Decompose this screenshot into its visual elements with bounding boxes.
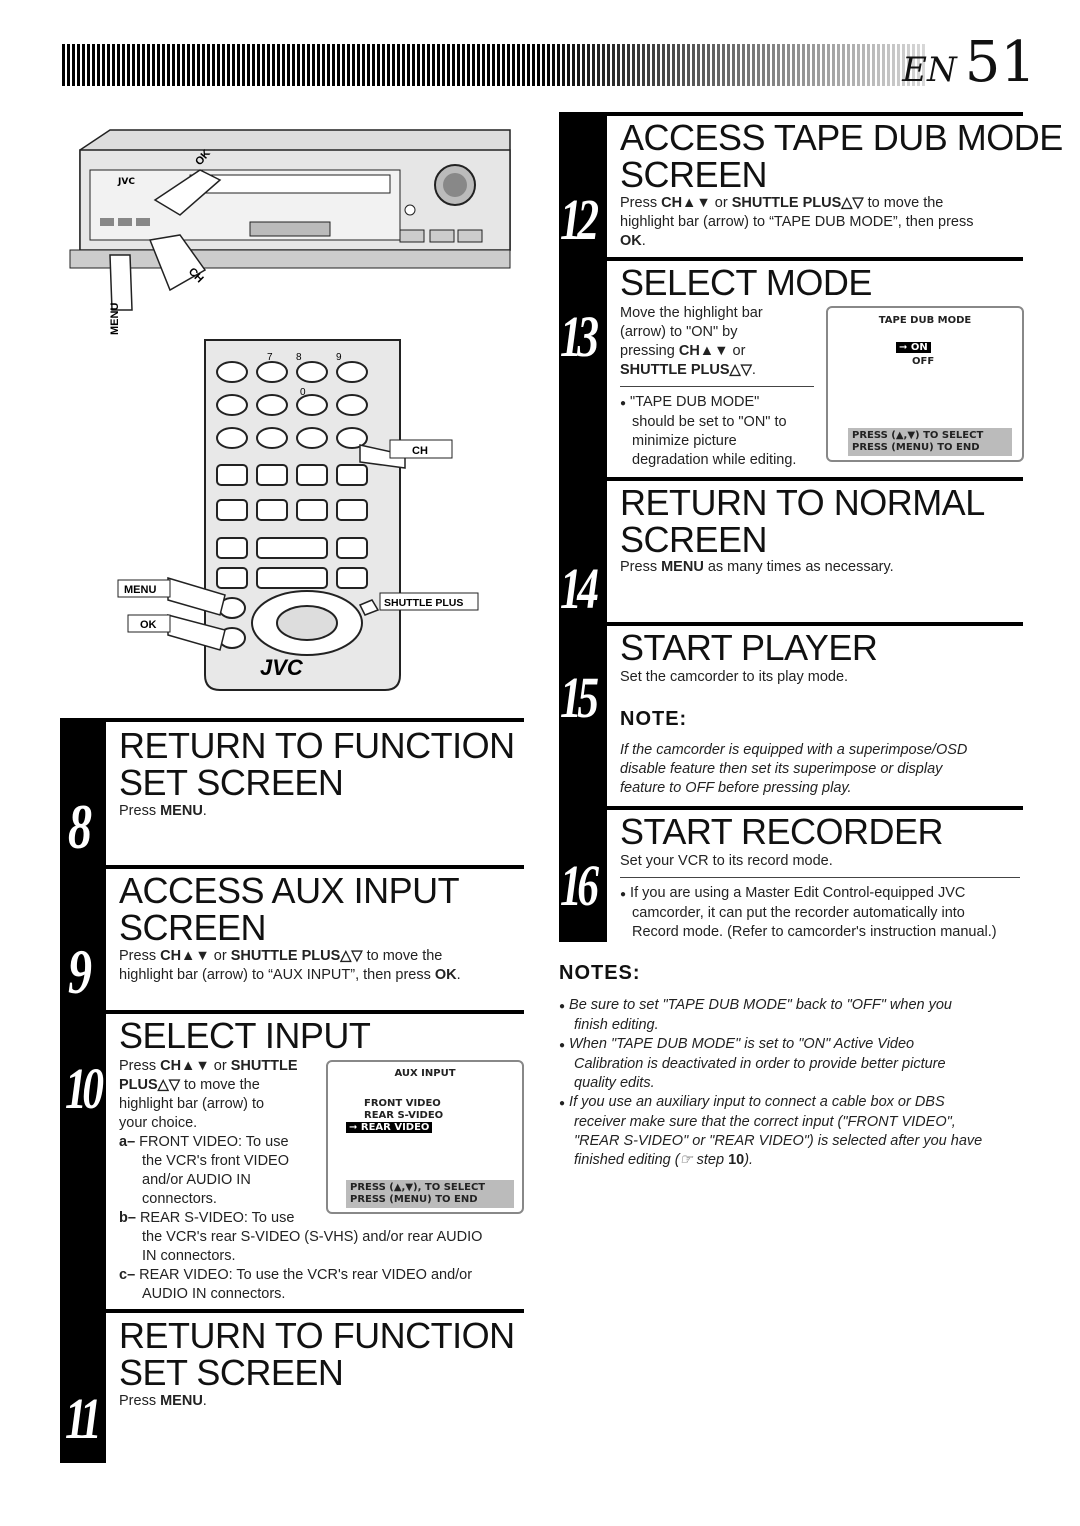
- step-9-text: Press CH▲▼ or SHUTTLE PLUS△▽ to move the…: [119, 948, 461, 983]
- osd-footer: PRESS (▲,▼) TO SELECT PRESS (MENU) TO EN…: [848, 428, 1012, 456]
- section-divider: [106, 718, 524, 722]
- vcr-unit: JVC: [69, 129, 511, 269]
- step-10-text: Press CH▲▼ or SHUTTLE PLUS△▽ to move the…: [119, 1058, 298, 1226]
- remote-ch-label: CH: [412, 445, 428, 457]
- notes-title: NOTES:: [559, 962, 641, 984]
- keypad-digit: 9: [336, 352, 342, 363]
- heading-line: RETURN TO NORMAL: [620, 482, 985, 523]
- step-number-13: 13: [560, 304, 599, 369]
- step-number-11: 11: [65, 1386, 102, 1451]
- header-decorative-bar: [62, 44, 927, 86]
- step-13-note: "TAPE DUB MODE" should be set to "ON" to…: [620, 393, 820, 470]
- step-13-heading: SELECT MODE: [620, 262, 872, 303]
- step-number-16: 16: [560, 853, 599, 918]
- step-16-note: If you are using a Master Edit Control-e…: [620, 884, 1025, 942]
- step-number-8: 8: [68, 791, 92, 862]
- heading-line: SCREEN: [119, 907, 267, 948]
- remote-menu-label: MENU: [124, 584, 156, 596]
- hand-pointer-icon: [109, 254, 133, 311]
- step-15-note: If the camcorder is equipped with a supe…: [620, 742, 968, 796]
- right-step-column: [559, 112, 607, 942]
- step-10-heading: SELECT INPUT: [119, 1015, 371, 1056]
- divider-line: [620, 877, 1020, 878]
- osd-title: TAPE DUB MODE: [878, 315, 972, 326]
- vcr-brand-logo: JVC: [117, 177, 135, 187]
- remote-control: 7 8 9 0 JVC: [204, 339, 401, 691]
- divider-line: [620, 386, 814, 387]
- osd-option-off: OFF: [912, 356, 935, 367]
- step-11-text: Press MENU.: [119, 1393, 207, 1409]
- vcr-remote-illustration: JVC OK CH MENU 7 8 9 0 JVC: [69, 129, 511, 691]
- section-divider: [607, 112, 1023, 116]
- tape-dub-mode-osd-screen: TAPE DUB MODE ➞ ON OFF PRESS (▲,▼) TO SE…: [826, 306, 1024, 462]
- osd-title: AUX INPUT: [394, 1068, 456, 1079]
- section-divider: [607, 806, 1023, 810]
- step-15-heading: START PLAYER: [620, 627, 878, 668]
- notes-list: Be sure to set "TAPE DUB MODE" back to "…: [559, 996, 1029, 1170]
- step-number-12: 12: [560, 187, 599, 252]
- heading-line: ACCESS TAPE DUB MODE: [620, 117, 1063, 158]
- osd-option-rear-video-highlighted: ➞ REAR VIDEO: [346, 1122, 433, 1133]
- vcr-menu-label: MENU: [109, 303, 121, 335]
- note-title: NOTE:: [620, 708, 688, 730]
- hand-pointer-icon: [358, 599, 380, 616]
- heading-line: SCREEN: [620, 519, 768, 560]
- step-14-text: Press MENU as many times as necessary.: [620, 559, 894, 575]
- heading-line: SET SCREEN: [119, 1352, 344, 1393]
- heading-line: SCREEN: [620, 154, 768, 195]
- aux-input-osd-screen: AUX INPUT FRONT VIDEO REAR S-VIDEO ➞ REA…: [326, 1060, 524, 1214]
- arrow-right-icon: ➞: [899, 342, 908, 353]
- section-divider: [607, 477, 1023, 481]
- left-step-column: [60, 718, 106, 1463]
- step-9-heading: ACCESS AUX INPUT SCREEN: [119, 870, 460, 948]
- step-number-9: 9: [68, 936, 92, 1007]
- step-10-text-continued: the VCR's rear S-VIDEO (S-VHS) and/or re…: [119, 1229, 483, 1302]
- remote-ok-label: OK: [140, 619, 157, 631]
- hand-pointer-icon: CH: [148, 234, 207, 292]
- step-13-text: Move the highlight bar (arrow) to "ON" b…: [620, 305, 763, 378]
- remote-brand-logo: JVC: [260, 655, 304, 680]
- step-11-heading: RETURN TO FUNCTION SET SCREEN: [119, 1317, 515, 1391]
- arrow-right-icon: ➞: [349, 1122, 358, 1133]
- step-number-14: 14: [560, 556, 599, 621]
- step-12-heading: ACCESS TAPE DUB MODE SCREEN: [620, 119, 1063, 193]
- section-divider: [607, 257, 1023, 261]
- osd-option-front-video: FRONT VIDEO: [364, 1098, 441, 1109]
- step-8-heading: RETURN TO FUNCTION SET SCREEN: [119, 727, 515, 801]
- pointing-hand-icon: ☞: [679, 1152, 693, 1168]
- osd-option-on-highlighted: ➞ ON: [896, 342, 931, 353]
- heading-line: RETURN TO FUNCTION: [119, 725, 515, 766]
- heading-line: SET SCREEN: [119, 762, 344, 803]
- step-number-10: 10: [65, 1056, 104, 1121]
- keypad-digit: 7: [267, 352, 273, 363]
- hand-pointer-icon: OK: [153, 148, 222, 216]
- keypad-digit: 0: [300, 387, 306, 398]
- heading-line: RETURN TO FUNCTION: [119, 1315, 515, 1356]
- section-divider: [106, 865, 524, 869]
- step-16-text: Set your VCR to its record mode.: [620, 853, 833, 869]
- section-divider: [607, 622, 1023, 626]
- osd-option-rear-s-video: REAR S-VIDEO: [364, 1110, 444, 1121]
- keypad-digit: 8: [296, 352, 302, 363]
- step-12-text: Press CH▲▼ or SHUTTLE PLUS△▽ to move the…: [620, 195, 974, 249]
- section-divider: [106, 1010, 524, 1014]
- step-8-text: Press MENU.: [119, 803, 207, 819]
- step-14-heading: RETURN TO NORMAL SCREEN: [620, 484, 985, 558]
- step-15-text: Set the camcorder to its play mode.: [620, 669, 849, 685]
- step-16-heading: START RECORDER: [620, 811, 944, 852]
- page-number: 51: [964, 30, 1036, 95]
- step-number-15: 15: [560, 665, 599, 730]
- heading-line: ACCESS AUX INPUT: [119, 870, 460, 911]
- language-code: EN: [902, 50, 957, 90]
- remote-shuttle-plus-label: SHUTTLE PLUS: [384, 597, 463, 609]
- osd-footer: PRESS (▲,▼), TO SELECT PRESS (MENU) TO E…: [346, 1180, 514, 1208]
- section-divider: [106, 1309, 524, 1313]
